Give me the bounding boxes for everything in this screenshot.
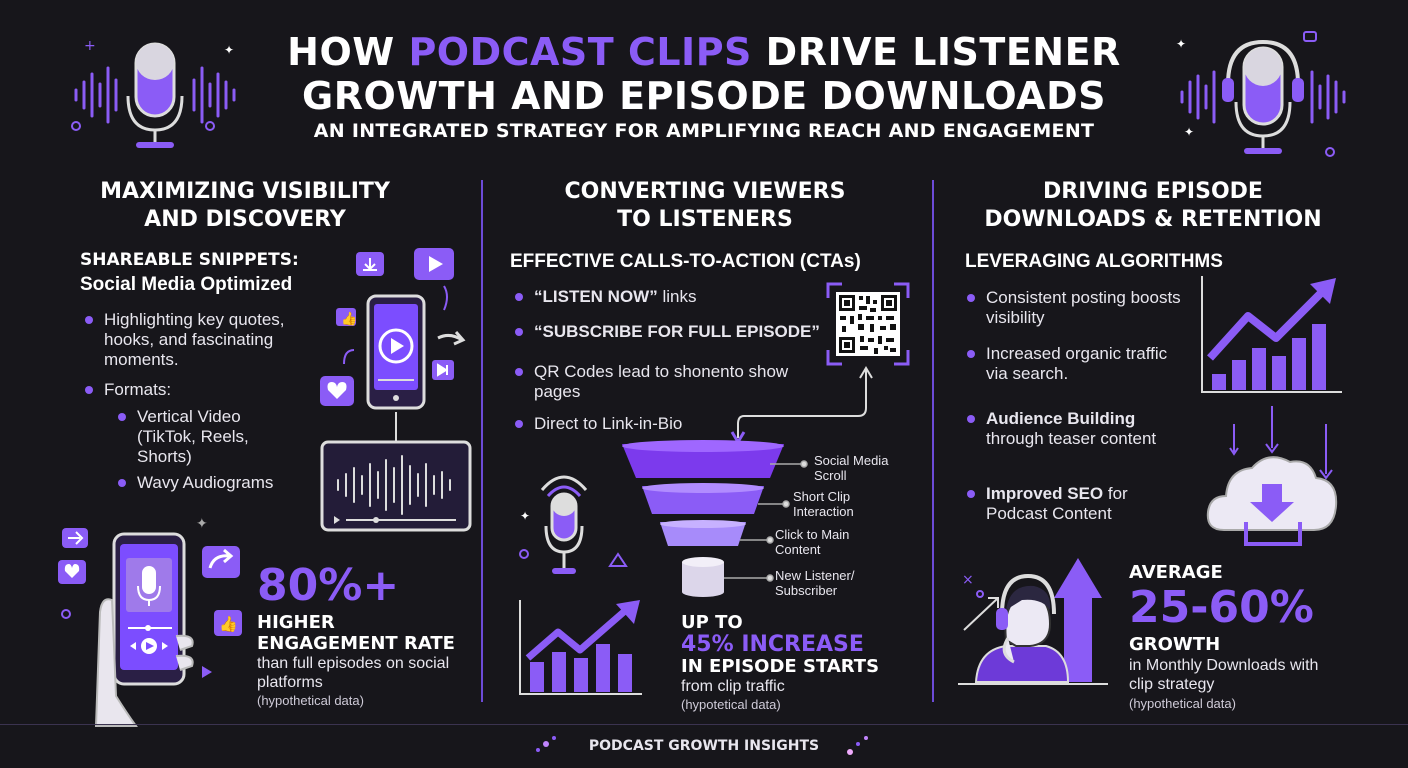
hand-phone-icon: ✦ 👍 xyxy=(58,516,242,727)
starts-stat-prefix: UP TO xyxy=(681,612,743,633)
downloads-stat-note: (hypothetical data) xyxy=(1129,696,1236,711)
shareable-snippets-heading: SHAREABLE SNIPPETS: xyxy=(80,250,299,270)
engagement-stat-text: than full episodes on social platforms xyxy=(257,655,450,691)
column-divider xyxy=(932,180,934,702)
list-item: Improved SEO for Podcast Content xyxy=(967,484,1186,524)
microphone-icon xyxy=(74,42,236,148)
starts-stat-heading: IN EPISODE STARTS xyxy=(681,656,880,677)
svg-text:✦: ✦ xyxy=(224,43,234,57)
svg-text:✦: ✦ xyxy=(1176,37,1186,51)
growth-chart-icon xyxy=(519,600,642,695)
shareable-snippets-subheading: Social Media Optimized xyxy=(80,274,293,295)
engagement-stat-value: 80%+ xyxy=(257,560,400,611)
list-item: QR Codes lead to shonento show pages xyxy=(515,362,794,402)
footer-divider xyxy=(0,724,1408,725)
cta-heading: EFFECTIVE CALLS-TO-ACTION (CTAs) xyxy=(510,251,861,272)
flow-arrow xyxy=(730,366,873,445)
svg-text:✦: ✦ xyxy=(196,516,208,532)
list-item: “LISTEN NOW” links xyxy=(514,287,697,306)
svg-text:×: × xyxy=(962,572,974,588)
listener-headphones-icon: × xyxy=(958,558,1108,685)
svg-text:👍: 👍 xyxy=(219,615,238,633)
funnel-stage-label: Short Clip Interaction xyxy=(793,489,854,519)
funnel-stage-label: Click to Main Content xyxy=(775,527,850,557)
svg-text:✦: ✦ xyxy=(1184,125,1194,139)
video-phone-icon: 👍 xyxy=(320,248,472,532)
downloads-stat-text: in Monthly Downloads with clip strategy xyxy=(1129,657,1319,693)
microphone-icon: ✦ ✦ xyxy=(1176,31,1346,157)
list-item: “SUBSCRIBE FOR FULL EPISODE” xyxy=(515,322,820,341)
page-title-line-2: GROWTH AND EPISODE DOWNLOADS xyxy=(302,74,1106,118)
svg-text:👍: 👍 xyxy=(341,311,357,327)
algorithms-heading: LEVERAGING ALGORITHMS xyxy=(965,251,1223,272)
conversion-funnel xyxy=(622,440,808,597)
starts-stat-value: 45% INCREASE xyxy=(681,632,864,657)
list-item: Consistent posting boosts visibility xyxy=(967,288,1186,328)
growth-chart-icon xyxy=(1201,276,1342,393)
sparkle-icon: + ✦ xyxy=(71,38,234,131)
starts-stat-text: from clip traffic xyxy=(681,678,785,695)
downloads-stat-prefix: AVERAGE xyxy=(1129,562,1223,583)
page-subtitle: AN INTEGRATED STRATEGY FOR AMPLIFYING RE… xyxy=(313,120,1095,142)
downloads-stat-heading: GROWTH xyxy=(1129,634,1221,655)
engagement-stat-heading: HIGHER ENGAGEMENT RATE xyxy=(257,612,455,654)
list-item: Increased organic traffic via search. xyxy=(967,344,1171,384)
list-item: Wavy Audiograms xyxy=(117,473,274,492)
footer-label: PODCAST GROWTH INSIGHTS xyxy=(588,738,820,754)
engagement-stat-note: (hypothetical data) xyxy=(257,693,364,708)
sparkle-icon xyxy=(536,736,868,755)
funnel-stage-label: New Listener/ Subscriber xyxy=(775,568,855,598)
list-item: Direct to Link-in-Bio xyxy=(514,414,683,433)
column-divider xyxy=(481,180,483,702)
funnel-stage-label: Social Media Scroll xyxy=(814,453,889,483)
page-title-line-1: HOW PODCAST CLIPS DRIVE LISTENER xyxy=(287,30,1121,74)
svg-text:✦: ✦ xyxy=(520,509,530,523)
svg-text:+: + xyxy=(84,38,96,54)
downloads-stat-value: 25-60% xyxy=(1129,582,1314,633)
list-item: Highlighting key quotes, hooks, and fasc… xyxy=(85,310,329,370)
cloud-download-icon xyxy=(1206,406,1338,546)
starts-stat-note: (hypotetical data) xyxy=(681,697,781,712)
list-item: Formats: xyxy=(84,380,172,399)
list-item: Vertical Video (TikTok, Reels, Shorts) xyxy=(118,407,287,467)
qr-code-icon xyxy=(826,282,910,366)
microphone-icon: ✦ xyxy=(519,475,628,574)
